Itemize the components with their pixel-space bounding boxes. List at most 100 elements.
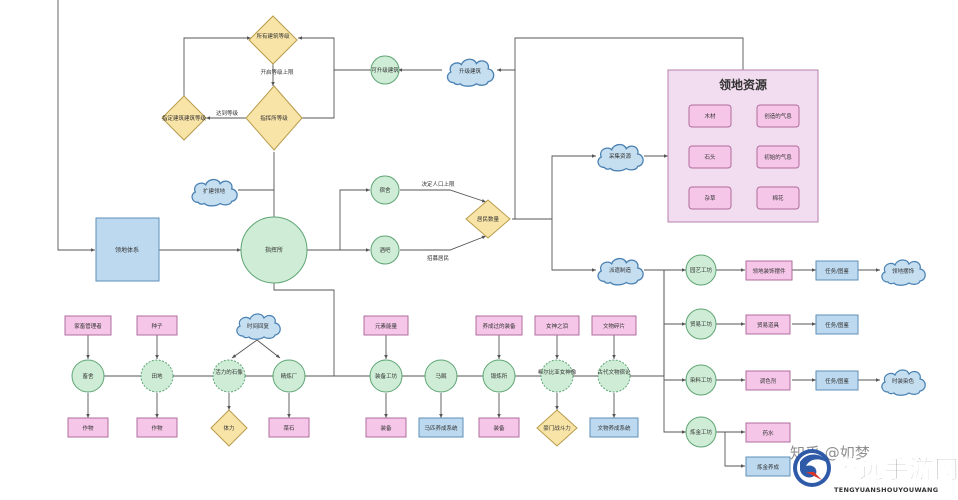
fashion-dye-cloud: 时装染色: [881, 369, 926, 396]
svg-text:指挥所等级: 指挥所等级: [260, 114, 288, 122]
command-center-node: 指挥所: [240, 216, 308, 284]
training-ground-node: 锻炼所: [482, 359, 516, 393]
alchemy-system-node: 炼金养成: [745, 456, 791, 477]
home-manager-node: 家畜管理者: [64, 315, 112, 336]
task-atlas-2-node: 任务/图鉴: [815, 314, 859, 335]
svg-text:酒吧: 酒吧: [379, 246, 391, 254]
svg-text:田地: 田地: [151, 372, 163, 380]
brand-name-en: TENGYUANSHOUYOUWANG: [834, 486, 938, 494]
svg-text:任务/图鉴: 任务/图鉴: [825, 377, 849, 385]
goddess-tear-node: 女神之泪: [534, 315, 580, 336]
resource-cotton: 棉花: [756, 186, 800, 210]
territory-resources-panel: 领地资源 木材 创造的气息 石头 初始的气息 杂草 棉花: [667, 69, 819, 223]
territory-decor-cloud: 领地摆饰: [881, 259, 926, 286]
all-building-level-node: 所有建筑等级: [248, 15, 298, 65]
svg-text:采集资源: 采集资源: [609, 152, 632, 160]
svg-text:创造的气息: 创造的气息: [764, 112, 792, 120]
svg-text:任务/图鉴: 任务/图鉴: [825, 267, 849, 275]
svg-text:马匹养成系统: 马匹养成系统: [424, 424, 458, 432]
svg-text:领地摆饰: 领地摆饰: [892, 267, 915, 275]
stamina-node: 体力: [210, 409, 248, 447]
furniture-workshop-node: 贸易工坊: [685, 308, 717, 340]
decor-parts-node: 领地装饰摆件: [745, 260, 793, 281]
svg-text:文物养成系统: 文物养成系统: [597, 424, 631, 432]
relic-fragment-node: 文物碎片: [591, 315, 637, 336]
dye-node: 调色剂: [745, 370, 791, 391]
svg-text:派遣制造: 派遣制造: [609, 266, 632, 274]
relic-shrine-node: 古代文物宿论: [597, 359, 631, 393]
svg-text:调色剂: 调色剂: [760, 377, 777, 385]
svg-text:居民数量: 居民数量: [477, 215, 500, 223]
edge-label-recruit: 招募居民: [427, 254, 450, 262]
farmland-node: 田地: [140, 359, 174, 393]
relic-system-node: 文物养成系统: [589, 417, 639, 438]
svg-text:装备: 装备: [493, 424, 505, 432]
svg-text:时装染色: 时装染色: [892, 377, 915, 385]
edge-label-population-cap: 决定人口上限: [421, 180, 455, 188]
vitality-stone-node: 活力的石像: [212, 359, 246, 393]
svg-text:菜石: 菜石: [283, 424, 295, 432]
svg-text:炼金工坊: 炼金工坊: [690, 428, 713, 436]
svg-text:活力的石像: 活力的石像: [215, 368, 243, 376]
resource-stone: 石头: [688, 145, 732, 169]
horse-system-node: 马匹养成系统: [418, 417, 464, 438]
svg-text:贸易道具: 贸易道具: [757, 321, 780, 329]
seeds-node: 种子: [136, 315, 178, 336]
alchemy-workshop-node: 炼金工坊: [685, 416, 717, 448]
expand-building-cloud: 扩建领地: [191, 178, 238, 207]
resource-weed: 杂草: [688, 186, 732, 210]
svg-text:宿舍: 宿舍: [379, 186, 391, 194]
trained-equipment-node: 养成过的装备: [475, 315, 523, 336]
tavern-node: 酒吧: [370, 235, 400, 265]
svg-text:古代文物宿论: 古代文物宿论: [597, 368, 631, 376]
resource-creation-air: 创造的气息: [756, 104, 800, 128]
brand-watermark: 腾远手游网 TENGYUANSHOUYOUWANG: [793, 449, 958, 494]
svg-text:石头: 石头: [704, 153, 716, 161]
svg-text:初始的气息: 初始的气息: [764, 153, 792, 161]
task-atlas-3-node: 任务/图鉴: [815, 370, 859, 391]
furniture-tools-node: 贸易道具: [745, 314, 791, 335]
svg-text:贸易工坊: 贸易工坊: [690, 320, 713, 328]
stable-node: 马厩: [424, 359, 458, 393]
svg-text:园艺工坊: 园艺工坊: [690, 266, 713, 274]
svg-text:种子: 种子: [151, 322, 163, 330]
svg-text:炼金养成: 炼金养成: [757, 463, 780, 471]
svg-text:领地装饰摆件: 领地装饰摆件: [752, 267, 786, 275]
svg-text:畜舍: 畜舍: [82, 372, 94, 380]
dye-workshop-node: 染料工坊: [685, 364, 717, 396]
svg-text:木材: 木材: [704, 112, 716, 120]
svg-text:装备: 装备: [380, 424, 392, 432]
svg-text:锻炼所: 锻炼所: [491, 372, 508, 380]
svg-text:元素能量: 元素能量: [375, 322, 398, 330]
svg-text:指定建筑建筑等级: 指定建筑建筑等级: [162, 114, 207, 122]
upgrade-building-cloud: 升级建筑: [446, 58, 495, 87]
svg-text:药水: 药水: [762, 429, 774, 437]
svg-text:文物碎片: 文物碎片: [603, 322, 625, 330]
resource-wood: 木材: [688, 104, 732, 128]
svg-text:棉花: 棉花: [772, 194, 784, 202]
edge-label-raise-cap: 开启等级上限: [260, 68, 294, 76]
svg-text:可升级建筑: 可升级建筑: [371, 66, 399, 74]
equipment-b-node: 装备: [478, 417, 520, 438]
svg-text:扩建领地: 扩建领地: [203, 187, 226, 195]
svg-text:杂草: 杂草: [704, 194, 716, 202]
territory-system-node: 领地体系: [95, 217, 160, 282]
craft-workshop-node: 园艺工坊: [685, 254, 717, 286]
edge-label-reach-level: 达到等级: [216, 109, 239, 117]
goddess-statue-node: 希尔比亚女神像: [538, 359, 577, 393]
brand-name-cn: 腾远手游网: [834, 455, 958, 484]
dormitory-node: 宿舍: [370, 175, 400, 205]
task-atlas-1-node: 任务/图鉴: [815, 260, 859, 281]
potion-node: 药水: [745, 422, 791, 443]
collect-resources-cloud: 采集资源: [597, 143, 644, 172]
svg-text:指挥所: 指挥所: [265, 246, 283, 254]
svg-text:女神之泪: 女神之泪: [546, 322, 568, 330]
livestock-node: 畜舍: [71, 359, 105, 393]
ore-node: 菜石: [268, 417, 310, 438]
svg-text:马厩: 马厩: [435, 372, 447, 380]
svg-text:家畜管理者: 家畜管理者: [74, 322, 102, 330]
svg-text:精炼厂: 精炼厂: [281, 372, 298, 380]
svg-text:时间回复: 时间回复: [247, 322, 270, 330]
equipment-a-node: 装备: [365, 417, 407, 438]
